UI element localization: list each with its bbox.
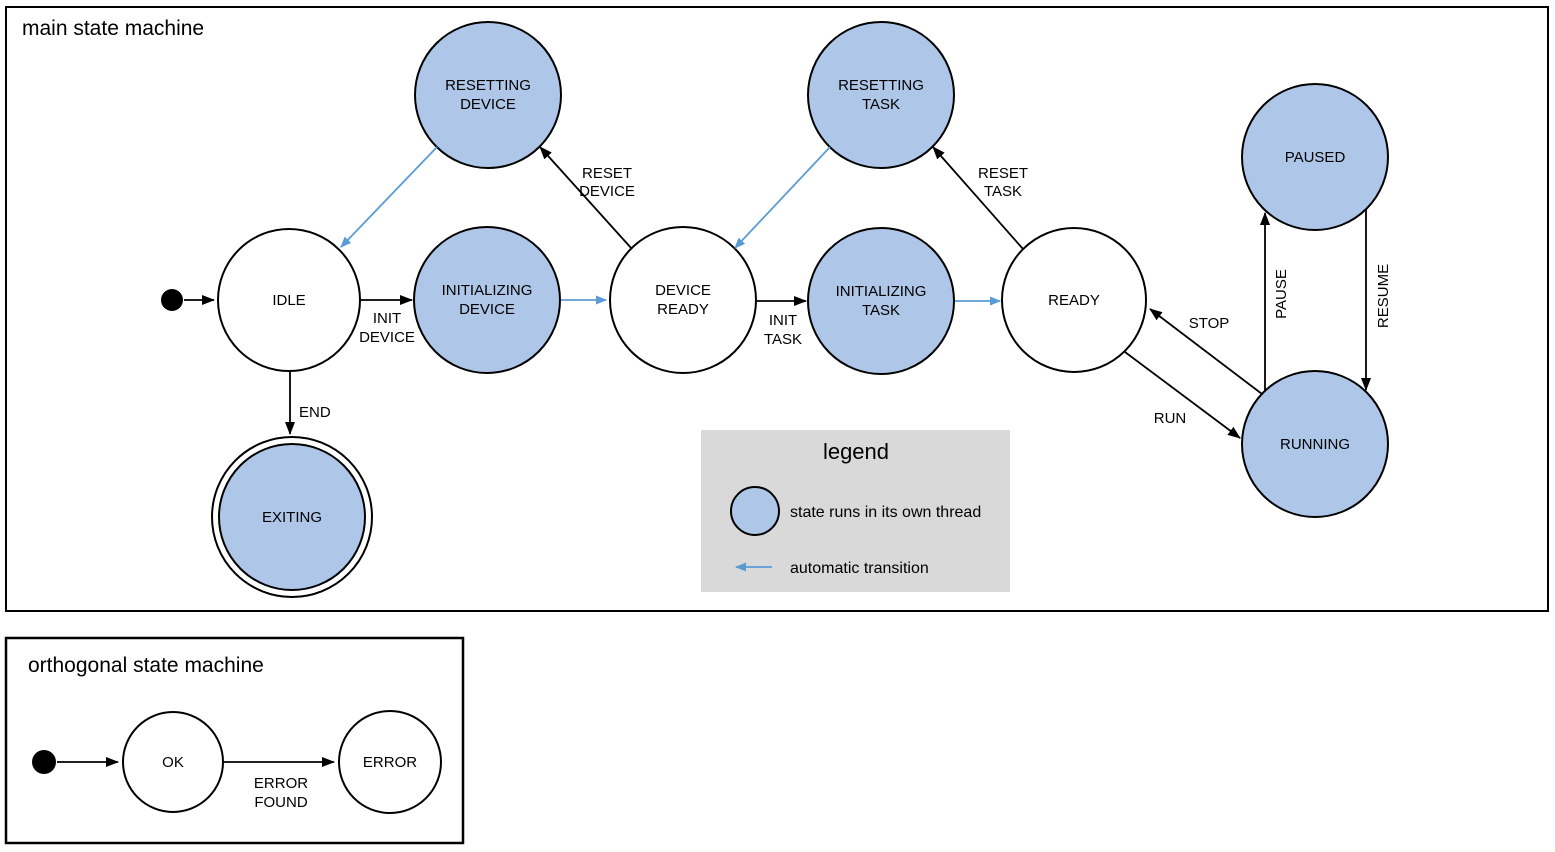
state-ready-circle [1001,227,1147,373]
state-resetting-device-label-line2: DEVICE [460,96,516,113]
state-resetting-device-label-line1: RESETTING [445,77,531,94]
state-resetting-device-circle [414,21,562,169]
state-ready: READY [1001,227,1147,373]
state-resetting-device: RESETTING DEVICE [414,21,562,169]
state-resetting-task-label-line1: RESETTING [838,77,924,94]
transition-error-found-label-line1: ERROR [254,775,308,792]
state-exiting-inner-circle [218,443,366,591]
state-exiting: EXITING [211,436,373,598]
transition-init-task-label-line2: TASK [764,331,802,348]
state-idle-circle [217,228,361,372]
transition-auto-resetting-device-to-idle-line [340,146,438,248]
main-machine-frame [5,6,1549,612]
state-initializing-device: INITIALIZING DEVICE [413,226,561,374]
state-ok-circle [122,711,224,813]
state-initializing-device-circle [413,226,561,374]
legend: legend state runs in its own thread auto… [701,430,1010,592]
state-running-circle [1241,370,1389,518]
state-initializing-device-label-line2: DEVICE [459,301,515,318]
state-resetting-task: RESETTING TASK [807,21,955,169]
orthogonal-initial-state-dot [32,750,56,774]
transition-run-line [1124,351,1241,439]
legend-title: legend [823,439,889,464]
state-resetting-task-circle [807,21,955,169]
transition-resume-label: RESUME [1375,264,1392,328]
state-device-ready-circle [609,226,757,374]
state-resetting-task-label-line2: TASK [862,96,900,113]
transition-reset-device-label-line1: RESET [582,165,632,182]
state-device-ready-label-line1: DEVICE [655,282,711,299]
state-initializing-task-label-line2: TASK [862,302,900,319]
transition-init-device-label-line2: DEVICE [359,329,415,346]
transition-reset-task-line [932,146,1024,250]
state-ok-label: OK [162,754,184,771]
state-error-label: ERROR [363,754,417,771]
state-ready-label: READY [1048,292,1100,309]
transition-reset-task-label-line1: RESET [978,165,1028,182]
state-initializing-task-label-line1: INITIALIZING [836,283,927,300]
transition-init-task-label-line1: INIT [769,312,797,329]
orthogonal-machine-title: orthogonal state machine [28,654,264,677]
legend-thread-state-label: state runs in its own thread [790,504,981,521]
transition-stop-label: STOP [1189,315,1230,332]
state-initializing-task: INITIALIZING TASK [807,227,955,375]
state-paused: PAUSED [1241,83,1389,231]
state-running: RUNNING [1241,370,1389,518]
state-paused-circle [1241,83,1389,231]
state-error-circle [338,710,442,814]
state-error: ERROR [338,710,442,814]
state-device-ready: DEVICE READY [609,226,757,374]
legend-auto-transition-label: automatic transition [790,560,929,577]
state-exiting-label: EXITING [262,509,322,526]
transition-stop-line [1149,308,1263,395]
transition-end-label: END [299,404,331,421]
state-initializing-device-label-line1: INITIALIZING [442,282,533,299]
state-paused-label: PAUSED [1285,149,1346,166]
state-running-label: RUNNING [1280,436,1350,453]
orthogonal-machine-frame [4,636,465,845]
state-ok: OK [122,711,224,813]
main-machine-title: main state machine [22,17,204,40]
transition-error-found-label-line2: FOUND [254,794,307,811]
state-device-ready-label-line2: READY [657,301,709,318]
transition-reset-device-label-line2: DEVICE [579,183,635,200]
legend-thread-state-icon [730,486,780,536]
initial-state-dot [161,289,183,311]
state-initializing-task-circle [807,227,955,375]
state-idle: IDLE [217,228,361,372]
orthogonal-machine: orthogonal state machine OK ERROR FOUND … [4,636,465,845]
transition-auto-resetting-task-to-device-ready-line [734,146,831,249]
transition-init-device-label-line1: INIT [373,310,401,327]
transition-pause-label: PAUSE [1273,269,1290,319]
transition-reset-device-line [539,146,633,250]
state-idle-label: IDLE [272,292,305,309]
transition-reset-task-label-line2: TASK [984,183,1022,200]
transition-run-label: RUN [1154,410,1187,427]
